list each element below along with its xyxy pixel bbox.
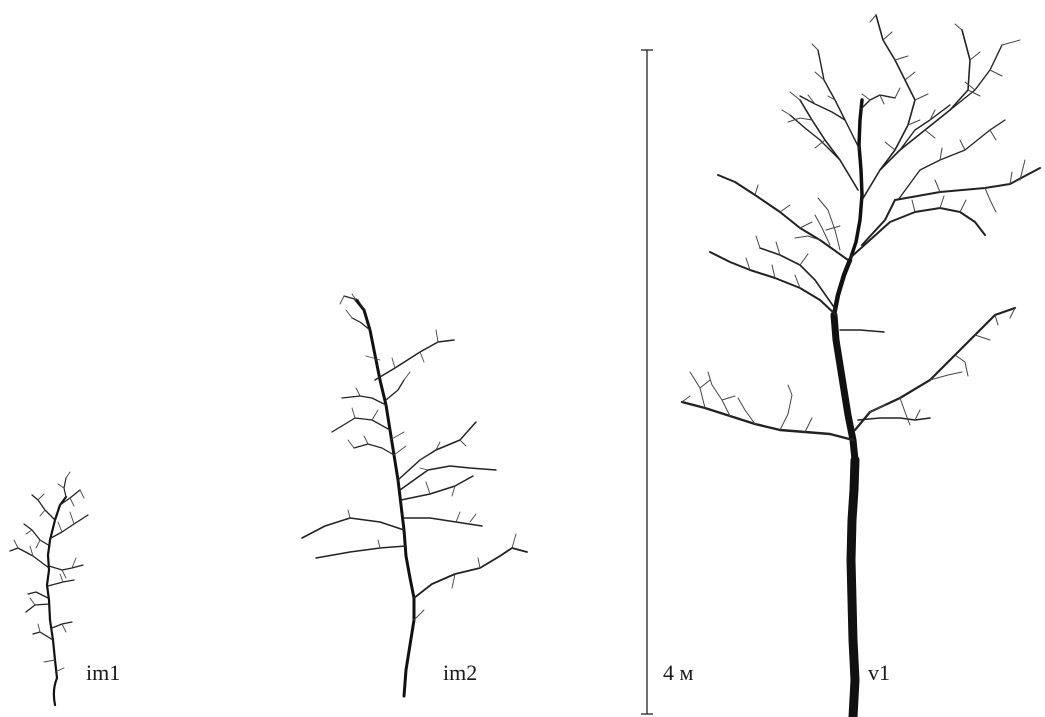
tree-im1-label: im1: [86, 660, 120, 685]
tree-v1-label: v1: [868, 660, 890, 685]
scale-bar-label: 4 м: [663, 660, 694, 685]
tree-im1: im1: [10, 472, 120, 705]
tree-v1-trunk: [851, 460, 855, 717]
tree-im2: im2: [302, 294, 527, 696]
tree-im2-branches: [302, 296, 527, 598]
tree-im2-trunk: [356, 300, 414, 696]
tree-im2-label: im2: [443, 660, 477, 685]
tree-v1-twigs: [682, 15, 1025, 432]
scale-bar: 4 м: [641, 50, 694, 714]
tree-im1-trunk: [47, 497, 66, 705]
tree-v1: v1: [682, 15, 1040, 717]
tree-v1-branches: [682, 15, 1040, 440]
tree-im2-twigs: [340, 294, 516, 620]
